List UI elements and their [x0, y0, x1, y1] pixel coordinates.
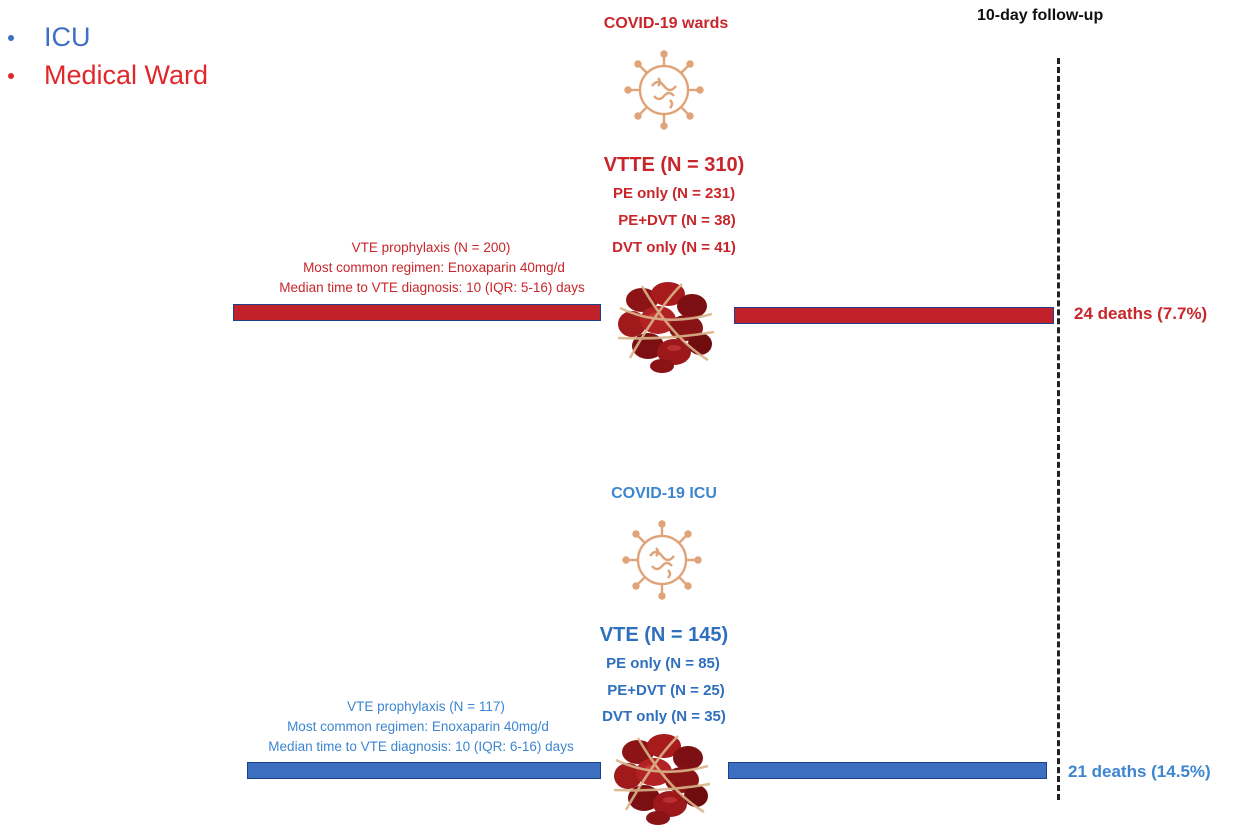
ward-deaths: 24 deaths (7.7%) [1074, 304, 1208, 323]
ward-prophylaxis: VTE prophylaxis (N = 200) [351, 240, 511, 255]
ward-regimen: Most common regimen: Enoxaparin 40mg/d [303, 260, 565, 275]
icu-timeline-bar-right [728, 762, 1047, 779]
icu-title: COVID-19 ICU [611, 485, 717, 502]
ward-vte-total: VTTE (N = 310) [603, 154, 745, 176]
icu-median-time: Median time to VTE diagnosis: 10 (IQR: 6… [268, 739, 574, 754]
legend-dot-icu [8, 34, 14, 41]
icu-vte-total: VTE (N = 145) [599, 624, 729, 646]
virus-icon [624, 50, 704, 130]
blood-clot-icon [613, 734, 711, 825]
legend-dot-medical-ward [8, 72, 14, 79]
icu-timeline-bar-left [247, 762, 601, 779]
ward-timeline-bar-right [734, 307, 1054, 324]
legend-item-icu: ICU [8, 22, 91, 53]
legend-label-medical-ward: Medical Ward [44, 60, 209, 90]
follow-up-label: 10-day follow-up [977, 7, 1104, 24]
virus-icon [622, 520, 702, 600]
ward-pe-dvt: PE+DVT (N = 38) [618, 212, 736, 229]
icu-deaths: 21 deaths (14.5%) [1068, 762, 1211, 781]
icu-pe-dvt: PE+DVT (N = 25) [607, 682, 725, 699]
icu-regimen: Most common regimen: Enoxaparin 40mg/d [287, 719, 549, 734]
icu-pe-only: PE only (N = 85) [606, 655, 720, 672]
ward-pe-only: PE only (N = 231) [612, 185, 736, 202]
ward-timeline-bar-left [233, 304, 601, 321]
follow-up-dashed-line [1057, 58, 1060, 800]
icu-dvt-only: DVT only (N = 35) [602, 708, 726, 725]
ward-dvt-only: DVT only (N = 41) [612, 239, 736, 256]
legend-item-medical-ward: Medical Ward [8, 60, 208, 91]
legend-label-icu: ICU [44, 22, 91, 52]
blood-clot-icon [617, 282, 715, 373]
ward-title: COVID-19 wards [603, 15, 729, 32]
icu-prophylaxis: VTE prophylaxis (N = 117) [347, 699, 505, 714]
ward-median-time: Median time to VTE diagnosis: 10 (IQR: 5… [279, 280, 585, 295]
